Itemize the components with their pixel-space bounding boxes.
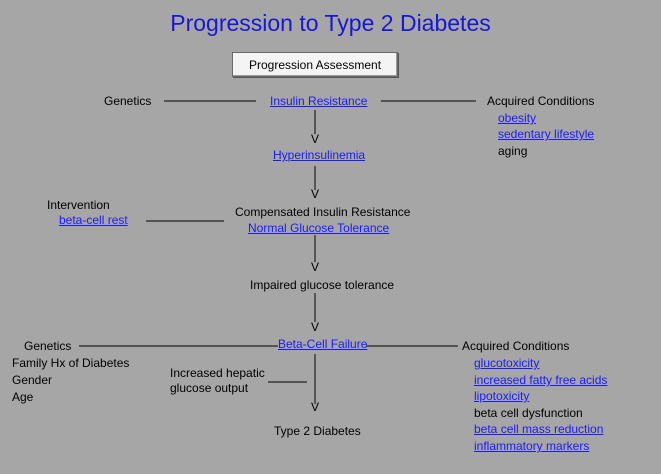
- gender-label: Gender: [12, 373, 53, 387]
- top-acquired-conditions-label: Acquired Conditions: [487, 94, 595, 108]
- family-hx-label: Family Hx of Diabetes: [12, 356, 130, 370]
- age-label: Age: [12, 390, 34, 404]
- top-genetics-label: Genetics: [104, 94, 152, 108]
- aging-label: aging: [498, 144, 528, 158]
- beta-cell-dysfunction-label: beta cell dysfunction: [474, 406, 583, 420]
- page-title: Progression to Type 2 Diabetes: [170, 10, 491, 36]
- arrow-head-3: V: [311, 260, 320, 274]
- insulin-resistance-link[interactable]: Insulin Resistance: [270, 94, 368, 108]
- inflammatory-markers-link[interactable]: inflammatory markers: [474, 439, 590, 453]
- beta-cell-failure-link[interactable]: Beta-Cell Failure: [278, 337, 368, 351]
- lipotoxicity-link[interactable]: lipotoxicity: [474, 389, 530, 403]
- beta-cell-rest-link[interactable]: beta-cell rest: [59, 213, 128, 227]
- glucotoxicity-link[interactable]: glucotoxicity: [474, 356, 540, 370]
- bottom-acquired-conditions-label: Acquired Conditions: [462, 339, 570, 353]
- arrow-head-5: V: [311, 400, 320, 414]
- hepatic-line1-label: Increased hepatic: [170, 366, 265, 380]
- intervention-label: Intervention: [47, 198, 110, 212]
- compensated-insulin-resistance-label: Compensated Insulin Resistance: [235, 205, 411, 219]
- sedentary-lifestyle-link[interactable]: sedentary lifestyle: [498, 127, 595, 141]
- arrow-head-2: V: [311, 187, 320, 201]
- hepatic-line2-label: glucose output: [170, 381, 249, 395]
- impaired-glucose-tolerance-label: Impaired glucose tolerance: [250, 278, 395, 292]
- beta-cell-mass-reduction-link[interactable]: beta cell mass reduction: [474, 422, 604, 436]
- hyperinsulinemia-link[interactable]: Hyperinsulinemia: [273, 148, 366, 162]
- bottom-genetics-label: Genetics: [24, 339, 72, 353]
- progression-assessment-button[interactable]: Progression Assessment: [232, 52, 398, 77]
- increased-fatty-free-acids-link[interactable]: increased fatty free acids: [474, 373, 608, 387]
- arrow-head-4: V: [311, 320, 320, 334]
- type-2-diabetes-label: Type 2 Diabetes: [274, 424, 361, 438]
- arrow-head-1: V: [311, 132, 320, 146]
- obesity-link[interactable]: obesity: [498, 111, 537, 125]
- normal-glucose-tolerance-link[interactable]: Normal Glucose Tolerance: [248, 221, 390, 235]
